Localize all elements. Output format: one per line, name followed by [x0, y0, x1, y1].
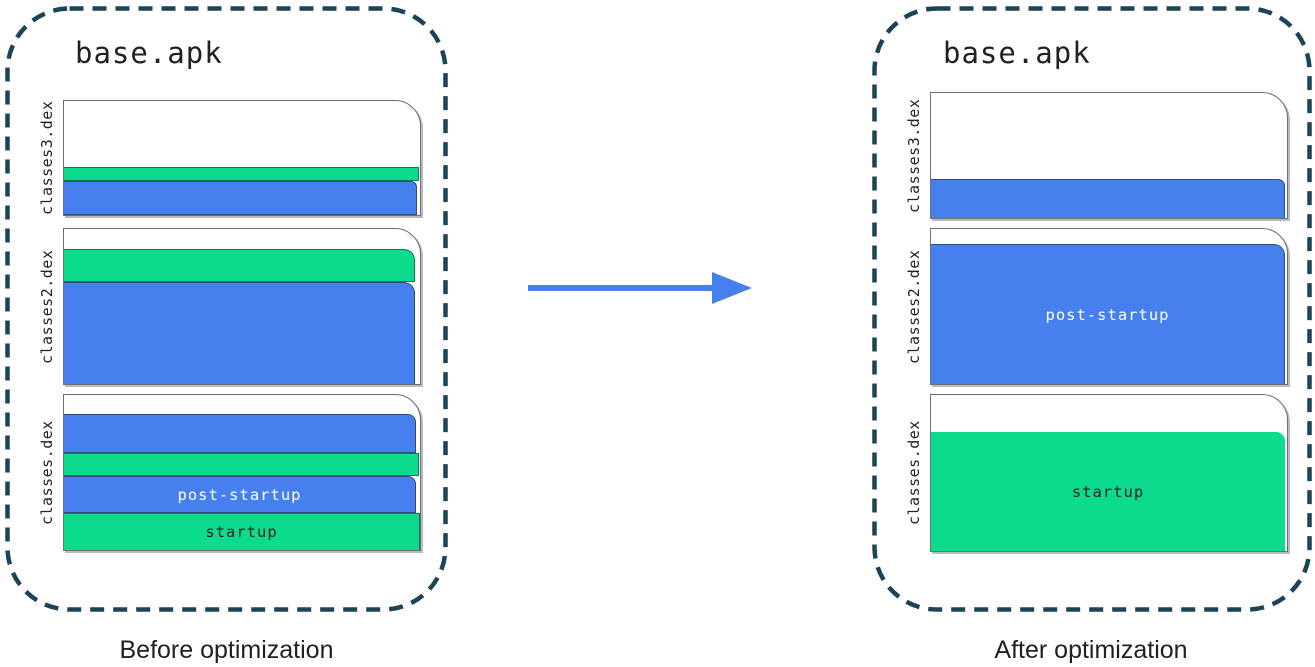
- before-classes-bands: post-startup startup: [64, 395, 420, 550]
- before-panel: base.apk classes3.dex classes2.dex class…: [5, 6, 448, 612]
- free-space-band: [931, 395, 1287, 432]
- after-panel-dashed-border: [872, 6, 1312, 612]
- before-classes3-bands: [64, 101, 420, 215]
- startup-band: startup: [64, 513, 420, 550]
- startup-band: [64, 249, 415, 282]
- after-classes-bands: startup: [931, 395, 1287, 551]
- after-classes2-page: classes2.dex post-startup: [905, 228, 1288, 385]
- startup-band: startup: [931, 432, 1285, 551]
- after-caption: After optimization: [994, 636, 1188, 664]
- after-panel: base.apk classes3.dex classes2.dex post-…: [872, 6, 1312, 612]
- post-startup-band-label: post-startup: [177, 485, 302, 504]
- post-startup-band-label: post-startup: [1045, 305, 1170, 324]
- startup-band-label: startup: [205, 523, 278, 541]
- startup-band: [64, 167, 419, 181]
- after-apk-title: base.apk: [943, 36, 1091, 70]
- before-caption: Before optimization: [119, 636, 334, 664]
- before-panel-dashed-border: [5, 6, 448, 612]
- after-classes-label: classes.dex: [905, 420, 923, 526]
- before-classes2-page: classes2.dex: [38, 228, 421, 385]
- after-classes3-page: classes3.dex: [905, 92, 1288, 219]
- after-classes-page: classes.dex startup: [905, 394, 1288, 552]
- free-space-band: [64, 229, 420, 249]
- post-startup-band: [931, 179, 1285, 218]
- post-startup-band: [64, 414, 416, 453]
- before-classes2-bands: [64, 229, 420, 384]
- startup-band: [64, 453, 419, 476]
- startup-band-label: startup: [1071, 482, 1145, 501]
- post-startup-band: [64, 282, 415, 384]
- transform-arrow-icon: [528, 272, 752, 304]
- free-space-band: [64, 395, 420, 414]
- free-space-band: [64, 101, 420, 167]
- before-classes3-page: classes3.dex: [38, 100, 421, 216]
- before-apk-title: base.apk: [75, 36, 223, 70]
- after-classes2-bands: post-startup: [931, 229, 1287, 384]
- before-classes-label: classes.dex: [38, 420, 56, 525]
- before-classes3-label: classes3.dex: [38, 100, 56, 216]
- after-classes3-label: classes3.dex: [905, 98, 923, 213]
- before-classes2-label: classes2.dex: [38, 249, 56, 364]
- post-startup-band: post-startup: [931, 244, 1285, 384]
- post-startup-band: post-startup: [64, 476, 416, 513]
- free-space-band: [931, 93, 1287, 179]
- free-space-band: [931, 229, 1287, 244]
- before-classes-page: classes.dex post-startup startup: [38, 394, 421, 551]
- post-startup-band: [64, 181, 417, 215]
- after-classes2-label: classes2.dex: [905, 249, 923, 364]
- after-classes3-bands: [931, 93, 1287, 218]
